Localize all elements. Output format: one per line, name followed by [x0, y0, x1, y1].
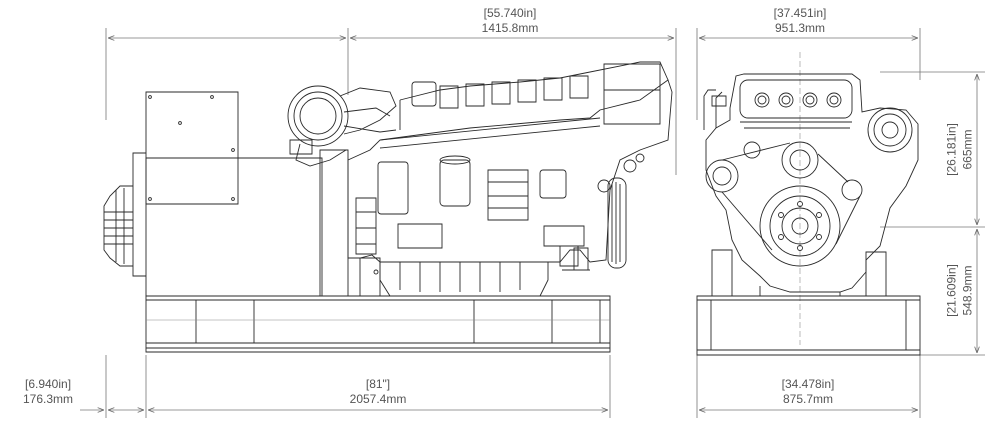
overhang-mm: 176.3mm	[22, 392, 74, 406]
width-mm: 951.3mm	[774, 21, 826, 35]
height-lower-mm: 548.9mm	[960, 265, 975, 316]
base-width-mm: 875.7mm	[782, 392, 834, 406]
engine-block	[348, 62, 672, 296]
base-length-mm: 2057.4mm	[349, 392, 407, 406]
engine-mounts	[360, 248, 590, 296]
dimension-lines	[80, 28, 985, 418]
front-view	[697, 74, 920, 355]
height-upper-mm: 665mm	[960, 129, 975, 170]
turbocharger	[288, 86, 396, 166]
height-upper-in: [26.181in]	[944, 123, 959, 176]
overhang-in: [6.940in]	[24, 377, 72, 391]
base-frame	[146, 296, 610, 352]
front-base	[697, 296, 920, 355]
overall-length-mm: 1415.8mm	[481, 21, 539, 35]
width-in: [37.451in]	[773, 6, 827, 20]
base-width-in: [34.478in]	[781, 377, 835, 391]
side-view	[104, 62, 672, 352]
overall-length-in: [55.740in]	[483, 6, 537, 20]
height-lower-in: [21.609in]	[944, 264, 959, 317]
base-length-in: [81"]	[365, 377, 391, 391]
alternator	[104, 92, 348, 296]
